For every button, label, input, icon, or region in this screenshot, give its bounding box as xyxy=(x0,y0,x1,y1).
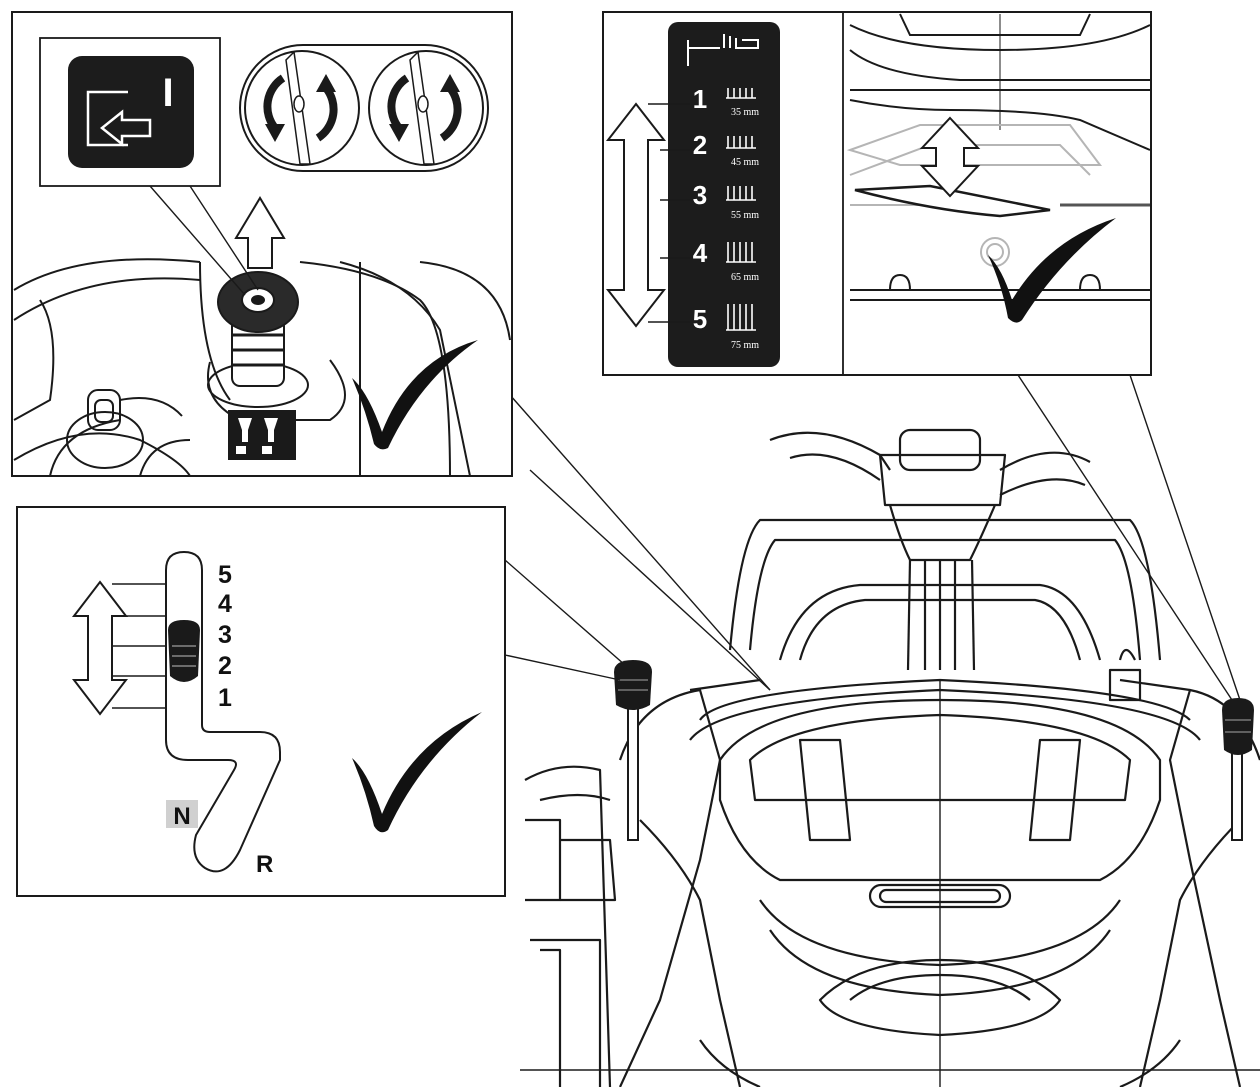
engage-symbol: I xyxy=(68,56,194,168)
rotating-blades-icon xyxy=(239,44,489,172)
height-step-label: 5 xyxy=(693,304,707,334)
check-mark-icon xyxy=(988,218,1116,323)
mower-illustration xyxy=(520,428,1260,1087)
grass-blades-icon xyxy=(726,186,756,201)
deck-view xyxy=(849,13,1151,301)
gear-panel: 5 4 3 2 1 N R xyxy=(16,506,506,897)
height-step-4: 4 65 mm xyxy=(660,238,759,283)
engage-decal xyxy=(228,410,296,460)
engage-panel: I xyxy=(11,11,513,477)
switch-position-label: I xyxy=(162,71,173,115)
grass-height-icon xyxy=(687,34,759,66)
ignition-key xyxy=(66,389,183,469)
deck-height-arrow xyxy=(919,116,981,198)
grass-blades-icon xyxy=(726,88,756,99)
grass-blades-icon xyxy=(726,304,756,331)
gear-labels: 5 4 3 2 1 xyxy=(218,561,232,712)
up-down-arrow-icon xyxy=(71,580,129,716)
height-value: 65 mm xyxy=(731,272,759,283)
gear-knob xyxy=(168,620,200,682)
gear-label: 4 xyxy=(218,590,232,618)
neutral-highlight xyxy=(166,800,198,828)
pull-up-arrow xyxy=(234,196,286,269)
height-step-1: 1 35 mm xyxy=(648,84,759,118)
height-panel: 1 35 mm 2 45 mm 3 55 mm xyxy=(602,11,1152,376)
height-step-label: 1 xyxy=(693,84,707,114)
check-mark-icon xyxy=(352,712,482,833)
height-step-label: 2 xyxy=(693,130,707,160)
height-step-2: 2 45 mm xyxy=(660,130,759,168)
dashboard-linework xyxy=(13,258,511,477)
neutral-label: N xyxy=(173,803,190,830)
gear-lever-on-mower xyxy=(614,660,652,841)
gear-label: 3 xyxy=(218,621,232,649)
height-value: 45 mm xyxy=(731,157,759,168)
cutting-deck-plate xyxy=(854,184,1051,218)
cutting-height-decal xyxy=(668,22,780,367)
gear-label: 2 xyxy=(218,652,232,680)
height-steps: 1 35 mm 2 45 mm 3 55 mm xyxy=(648,84,759,351)
grass-blades-icon xyxy=(726,136,756,149)
height-step-5: 5 75 mm xyxy=(648,304,759,351)
height-value: 35 mm xyxy=(731,107,759,118)
height-step-label: 3 xyxy=(693,180,707,210)
gear-label: 1 xyxy=(218,684,232,712)
check-mark-icon xyxy=(352,340,478,450)
engage-knob xyxy=(207,271,309,408)
leader-lines xyxy=(504,374,1241,701)
reverse-label: R xyxy=(256,851,273,878)
gear-label: 5 xyxy=(218,561,232,589)
grass-blades-icon xyxy=(726,242,756,263)
height-step-3: 3 55 mm xyxy=(660,180,759,221)
height-value: 55 mm xyxy=(731,210,759,221)
up-down-arrow-icon xyxy=(605,102,667,328)
cutting-height-lever-on-mower xyxy=(1222,698,1254,841)
height-value: 75 mm xyxy=(731,340,759,351)
height-step-label: 4 xyxy=(693,238,708,268)
